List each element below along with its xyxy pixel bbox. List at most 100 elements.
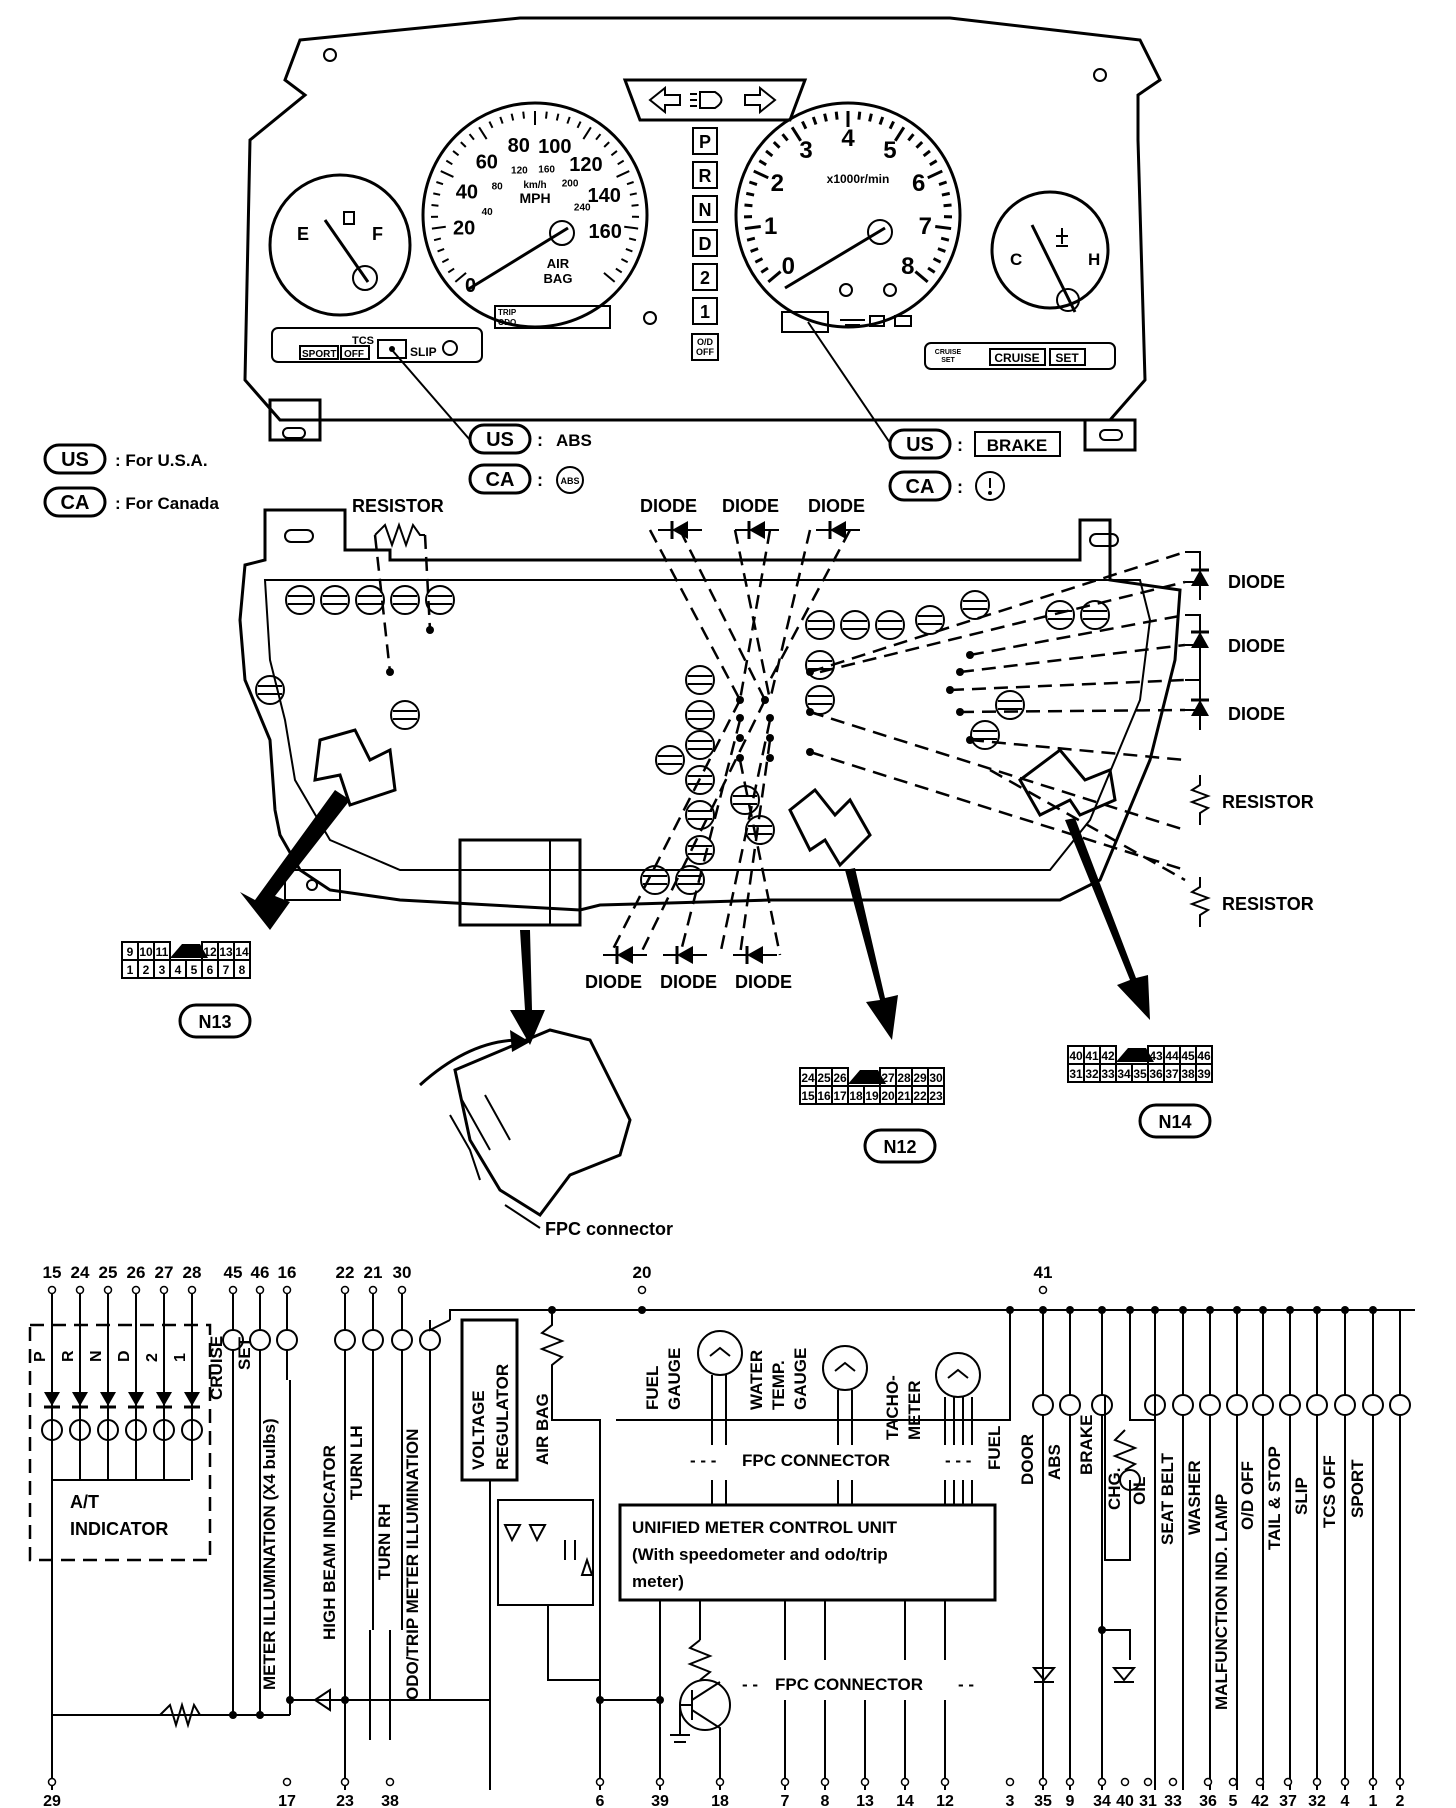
speedo-tick — [555, 113, 560, 121]
speedo-mph-number: 160 — [588, 221, 621, 243]
resistor-top-label: RESISTOR — [352, 496, 444, 516]
pin-cell — [233, 959, 251, 979]
us-brake-tag-text: US — [906, 434, 934, 456]
diode-icon — [749, 521, 765, 539]
us-brake-text: BRAKE — [987, 436, 1047, 455]
ca-tag-text: CA — [61, 492, 90, 514]
n12-label: N12 — [883, 1137, 916, 1157]
speedo-mph-number: 80 — [508, 135, 530, 157]
indicator-bulb-icon — [1172, 1394, 1194, 1416]
terminal-dot — [736, 734, 744, 742]
cluster-rear-view: RESISTOR DIODE DIODE DIODE DIODE DIODE D… — [121, 496, 1314, 1239]
arrow-to-n14 — [1065, 818, 1150, 1020]
bottom-pin-number: 7 — [781, 1793, 790, 1808]
gear-letter: N — [699, 200, 712, 220]
bulb-socket — [320, 585, 350, 615]
fpc-housing — [453, 1028, 632, 1218]
water-gauge-line1: WATER — [747, 1350, 766, 1410]
cluster-housing — [243, 16, 1162, 422]
gear-letter: R — [699, 166, 712, 186]
bottom-pin-number: 17 — [278, 1793, 296, 1808]
trip-odo-display — [494, 305, 611, 329]
us-tag-text: US — [61, 449, 89, 471]
fuel-pump-icon — [343, 211, 355, 225]
bulb-socket — [425, 585, 455, 615]
speedo-kmh-number: 80 — [492, 181, 504, 192]
tacho-tick — [765, 149, 774, 158]
bulb-socket — [1045, 600, 1075, 630]
at-indicator-line1: A/T — [70, 1492, 99, 1512]
gear-letter: R — [60, 1350, 77, 1362]
bottom-pin-number: 33 — [1164, 1793, 1182, 1808]
pin-number: 20 — [881, 1089, 895, 1103]
terminal-dot — [386, 668, 394, 676]
pin-number: 38 — [1181, 1067, 1195, 1081]
top-pin-terminal — [131, 1285, 141, 1295]
pin-number: 14 — [235, 945, 249, 959]
bottom-pin-terminal — [900, 1777, 910, 1787]
speedo-tick — [629, 192, 637, 196]
bottom-pin-number: 40 — [1116, 1793, 1134, 1808]
bulb-socket — [390, 585, 420, 615]
temp-hub — [1056, 288, 1080, 312]
right-indicator-label: ABS — [1045, 1444, 1064, 1480]
right-diode-icons — [1031, 1667, 1137, 1683]
pin-number: 18 — [849, 1089, 863, 1103]
chg-oil-network — [1104, 1395, 1156, 1561]
ca-abs-colon: : — [537, 470, 543, 490]
bottom-resistor-symbol — [159, 1701, 201, 1729]
set-box — [1049, 348, 1086, 366]
pin-number: 21 — [897, 1089, 911, 1103]
ca-brake-tag — [888, 470, 952, 502]
right-indicator-label: SPORT — [1348, 1459, 1367, 1518]
turn-left-arrow-icon — [648, 85, 681, 115]
gauge-needle-icons — [709, 1346, 969, 1379]
right-indicator-label: TCS OFF — [1320, 1455, 1339, 1528]
junction-dot — [1039, 1306, 1047, 1314]
tacho-number: 0 — [782, 253, 795, 280]
bottom-pin-number: 37 — [1279, 1793, 1297, 1808]
speedo-hub — [549, 220, 575, 246]
speedo-tick — [628, 237, 637, 242]
mount-hole — [323, 48, 337, 62]
indicator-bulb-icon — [419, 1329, 441, 1351]
pin-cell — [927, 1085, 945, 1105]
us-brake-colon: : — [957, 435, 963, 455]
bulb-socket — [685, 835, 715, 865]
pin-number: 7 — [223, 963, 230, 977]
speedo-tick — [576, 121, 582, 129]
fuel-f-label: F — [372, 224, 383, 244]
speedo-tick — [488, 121, 494, 129]
fuel-gauge-symbol — [697, 1330, 743, 1376]
pin-number: 45 — [1181, 1049, 1195, 1063]
speedo-tick — [603, 272, 616, 283]
tacho-hub — [867, 219, 893, 245]
gear-bulb-icon — [181, 1419, 203, 1441]
bottom-pin-terminal — [385, 1777, 395, 1787]
bulb-socket — [970, 720, 1000, 750]
top-pin-number: 30 — [393, 1263, 412, 1282]
speedo-tick — [436, 181, 444, 186]
left-indicator-label: TURN RH — [375, 1504, 394, 1581]
speedo-tick — [625, 248, 633, 253]
voltage-regulator-line2: REGULATOR — [493, 1364, 512, 1470]
gear-box — [692, 229, 718, 257]
speedo-tick — [437, 248, 445, 253]
gear-letter: P — [699, 132, 711, 152]
water-gauge-line3: GAUGE — [791, 1348, 810, 1410]
left-indicator-wires — [232, 1293, 451, 1790]
top-pin-terminal — [368, 1285, 378, 1295]
rear-slot — [284, 529, 314, 543]
fuel-e-label: E — [297, 224, 309, 244]
junction-dot — [286, 1696, 294, 1704]
pin-number: 11 — [156, 945, 169, 959]
mount-hole — [1093, 68, 1107, 82]
indicator-bulb-icon — [1199, 1394, 1221, 1416]
unit-line3: meter) — [632, 1572, 684, 1591]
tacho-tick — [888, 120, 895, 130]
bulb-socket — [685, 700, 715, 730]
left-indicator-label: SET — [235, 1336, 254, 1370]
